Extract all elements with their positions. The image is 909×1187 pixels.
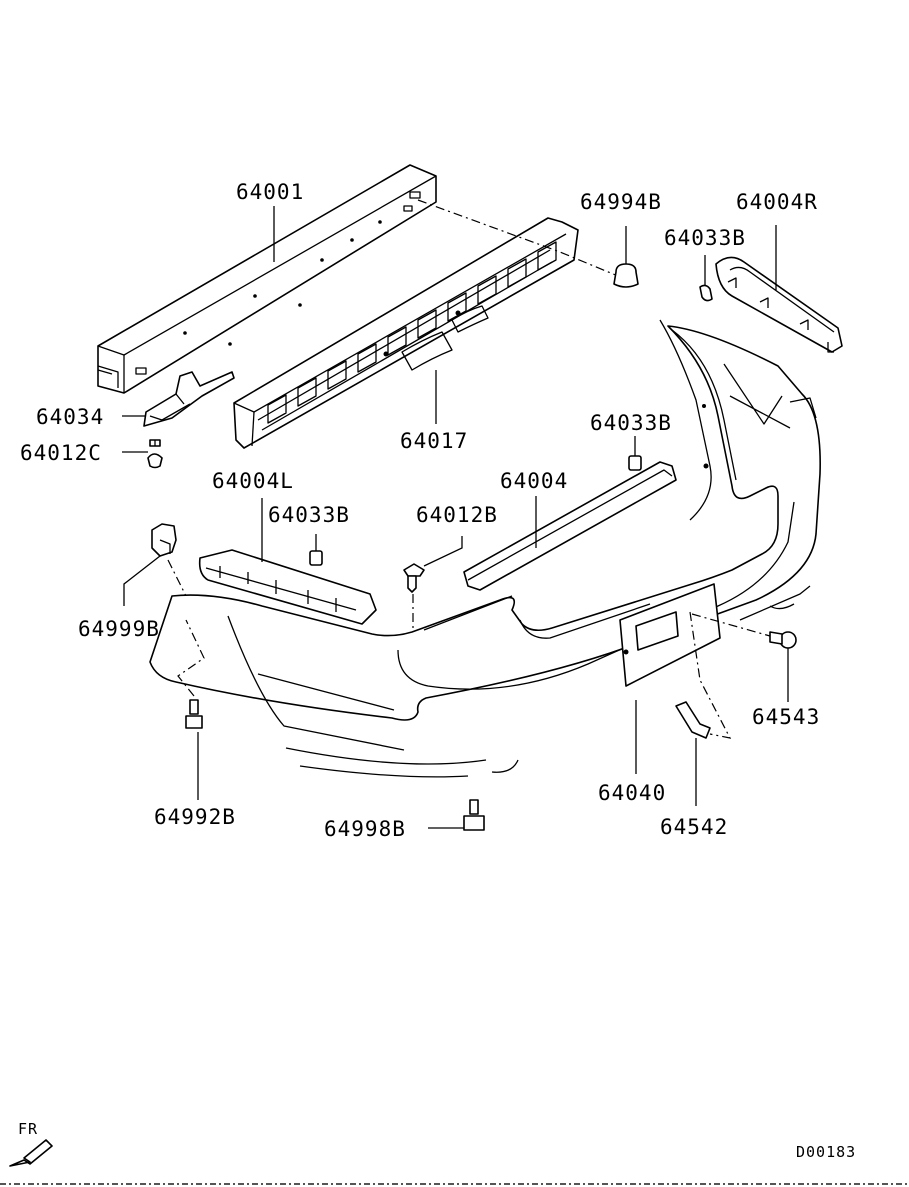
label-64004: 64004	[500, 469, 568, 493]
drawing-code: D00183	[796, 1143, 856, 1161]
bolt-64543	[691, 613, 797, 702]
clip-64999B	[123, 523, 187, 606]
screw-64992B	[177, 619, 205, 800]
label-64001: 64001	[236, 180, 304, 204]
clip-64033B-left	[309, 534, 323, 566]
label-64040: 64040	[598, 781, 666, 805]
label-64033B-right: 64033B	[664, 226, 746, 250]
label-64033B-left: 64033B	[268, 503, 350, 527]
bracket-64542	[675, 611, 732, 806]
energy-absorber-64017	[233, 217, 579, 449]
screw-64998B	[428, 799, 485, 831]
clip-64012B	[403, 536, 463, 630]
bracket-64004R	[715, 225, 843, 353]
label-64012B: 64012B	[416, 503, 498, 527]
label-64034: 64034	[36, 405, 104, 429]
bracket-64004	[463, 461, 677, 591]
label-64999B: 64999B	[78, 617, 160, 641]
bracket-64004L	[198, 498, 377, 625]
front-indicator-label: FR	[18, 1120, 38, 1138]
bracket-64034	[122, 371, 235, 427]
front-arrow-icon	[9, 1139, 53, 1167]
label-64017: 64017	[400, 429, 468, 453]
clip-64033B-right	[699, 255, 713, 302]
label-64542: 64542	[660, 815, 728, 839]
label-64992B: 64992B	[154, 805, 236, 829]
reinforcement-beam-64001	[97, 164, 437, 394]
label-64543: 64543	[752, 705, 820, 729]
clip-64033B-middle	[628, 436, 642, 471]
label-64994B: 64994B	[580, 190, 662, 214]
clip-64012C	[122, 439, 163, 469]
label-64004R: 64004R	[736, 190, 818, 214]
clip-64994B	[613, 226, 639, 288]
label-64998B: 64998B	[324, 817, 406, 841]
label-64004L: 64004L	[212, 469, 294, 493]
label-64012C: 64012C	[20, 441, 102, 465]
bumper-cover-64040	[149, 319, 821, 778]
label-64033B-middle: 64033B	[590, 411, 672, 435]
front-indicator: FR	[9, 1120, 53, 1167]
